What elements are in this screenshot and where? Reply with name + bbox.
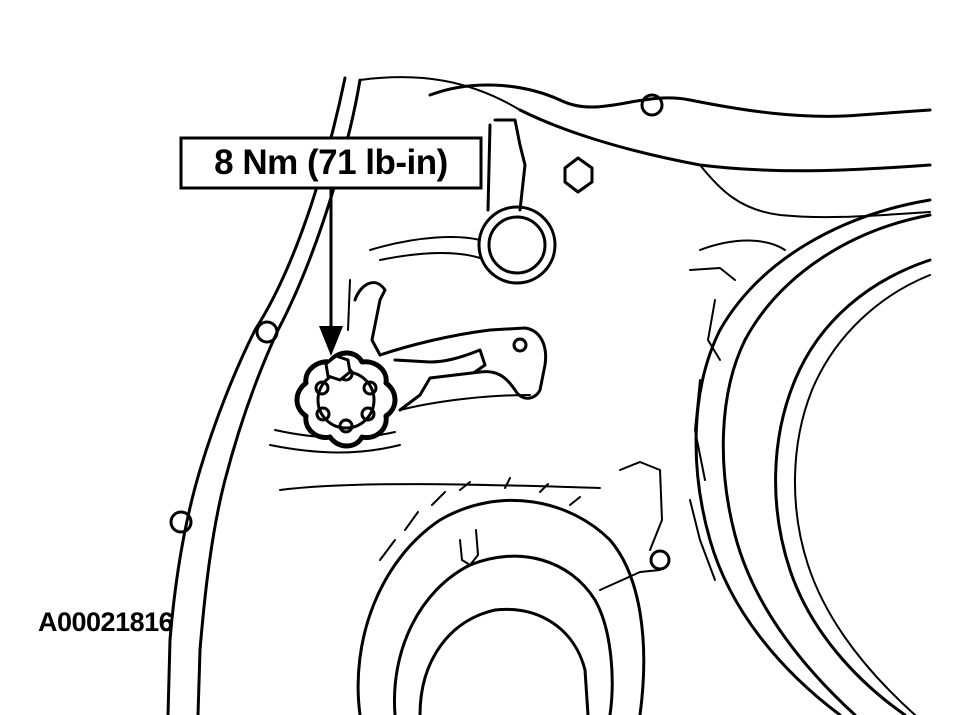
callout-leader (319, 186, 343, 356)
sensor-bracket (269, 279, 548, 454)
lower-pulley (279, 461, 663, 715)
crank-pulley-housing (689, 198, 932, 715)
bolt-bosses (169, 93, 671, 571)
sensor-flange (294, 350, 398, 449)
upper-boss (369, 118, 557, 285)
torque-specification-label: 8 Nm (71 lb-in) (214, 143, 448, 182)
arrow-down-icon (319, 326, 343, 356)
callout-box (179, 136, 483, 190)
figure-id-label: A00021816 (38, 607, 174, 637)
bolt-head (324, 354, 352, 382)
